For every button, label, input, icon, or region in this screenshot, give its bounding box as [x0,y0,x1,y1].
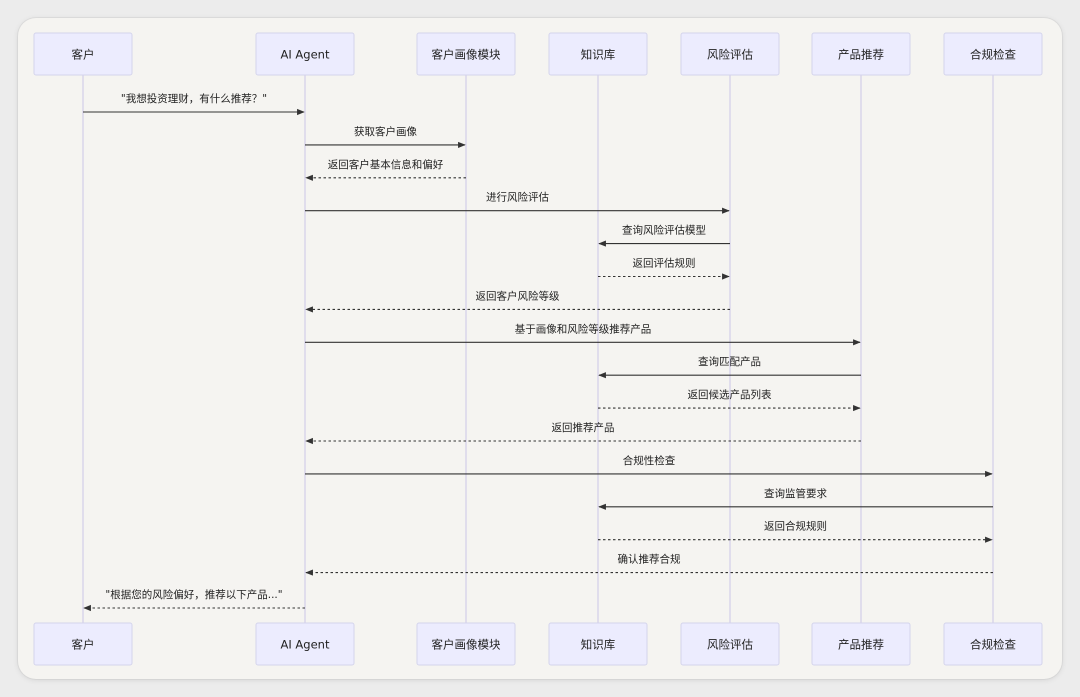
message-label: 返回客户基本信息和偏好 [328,158,444,171]
message-10: 返回推荐产品 [305,421,861,445]
message-label: "我想投资理财，有什么推荐？" [121,92,267,105]
lifelines-group [82,75,994,623]
participant-box [680,622,780,666]
message-label: 查询匹配产品 [698,355,761,368]
participant-box [943,32,1043,76]
participant-label: 风险评估 [707,638,753,652]
participant-customer-bottom: 客户 [33,622,133,666]
message-11: 合规性检查 [305,454,993,477]
message-label: 查询风险评估模型 [622,224,706,237]
message-label: "根据您的风险偏好，推荐以下产品..." [105,588,282,601]
participant-box [33,622,133,666]
participant-box [255,622,355,666]
message-12: 查询监管要求 [598,487,993,510]
participant-box [33,32,133,76]
participant-kb-top: 知识库 [548,32,648,76]
participant-box [811,622,911,666]
message-9: 返回候选产品列表 [598,388,861,412]
message-5: 返回评估规则 [598,257,730,280]
participants-top-row: 客户 AI Agent 客户画像模块 知识库 风险评估 产品推荐 合规检查 [33,32,1043,76]
participant-compliance-top: 合规检查 [943,32,1043,76]
participant-label: 产品推荐 [838,48,884,62]
participant-box [416,32,516,76]
message-label: 进行风险评估 [486,191,549,204]
messages-group: "我想投资理财，有什么推荐？" 获取客户画像返回客户基本信息和偏好进行风险评估查询… [83,92,993,612]
participant-compliance-bottom: 合规检查 [943,622,1043,666]
participants-bottom-row: 客户 AI Agent 客户画像模块 知识库 风险评估 产品推荐 合规检查 [33,622,1043,666]
participant-product-bottom: 产品推荐 [811,622,911,666]
participant-label: 客户 [72,638,95,652]
participant-box [416,622,516,666]
participant-label: 合规检查 [970,638,1016,652]
participant-box [255,32,355,76]
participant-label: 客户 [72,48,95,62]
participant-risk-bottom: 风险评估 [680,622,780,666]
message-label: 返回候选产品列表 [688,388,772,401]
participant-label: 客户画像模块 [432,48,501,62]
participant-label: AI Agent [281,48,330,62]
message-6: 返回客户风险等级 [305,289,730,313]
message-label: 返回客户风险等级 [476,289,560,302]
message-14: 确认推荐合规 [305,553,993,576]
participant-profile-bottom: 客户画像模块 [416,622,516,666]
participant-box [548,32,648,76]
message-4: 查询风险评估模型 [598,224,730,247]
message-0: "我想投资理财，有什么推荐？" [83,92,305,116]
participant-box [943,622,1043,666]
participant-product-top: 产品推荐 [811,32,911,76]
message-3: 进行风险评估 [305,191,730,214]
participant-label: AI Agent [281,638,330,652]
participant-label: 知识库 [581,638,616,652]
participant-agent-bottom: AI Agent [255,622,355,666]
message-2: 返回客户基本信息和偏好 [305,158,466,181]
message-15: "根据您的风险偏好，推荐以下产品..." [83,588,305,612]
message-1: 获取客户画像 [305,125,466,148]
participant-kb-bottom: 知识库 [548,622,648,666]
message-label: 获取客户画像 [354,125,417,138]
message-label: 查询监管要求 [764,487,827,500]
message-label: 返回评估规则 [633,257,696,270]
message-8: 查询匹配产品 [598,355,861,379]
participant-label: 合规检查 [970,48,1016,62]
participant-label: 产品推荐 [838,638,884,652]
participant-risk-top: 风险评估 [680,32,780,76]
message-label: 返回推荐产品 [552,421,615,434]
message-13: 返回合规规则 [598,520,993,543]
participant-box [811,32,911,76]
message-label: 合规性检查 [623,454,676,467]
participant-customer-top: 客户 [33,32,133,76]
message-label: 基于画像和风险等级推荐产品 [515,322,652,335]
participant-label: 客户画像模块 [432,638,501,652]
participant-box [548,622,648,666]
participant-profile-top: 客户画像模块 [416,32,516,76]
participant-label: 知识库 [581,48,616,62]
message-label: 确认推荐合规 [618,553,681,566]
participant-box [680,32,780,76]
message-label: 返回合规规则 [764,520,827,533]
participant-label: 风险评估 [707,48,753,62]
message-7: 基于画像和风险等级推荐产品 [305,322,861,346]
participant-agent-top: AI Agent [255,32,355,76]
